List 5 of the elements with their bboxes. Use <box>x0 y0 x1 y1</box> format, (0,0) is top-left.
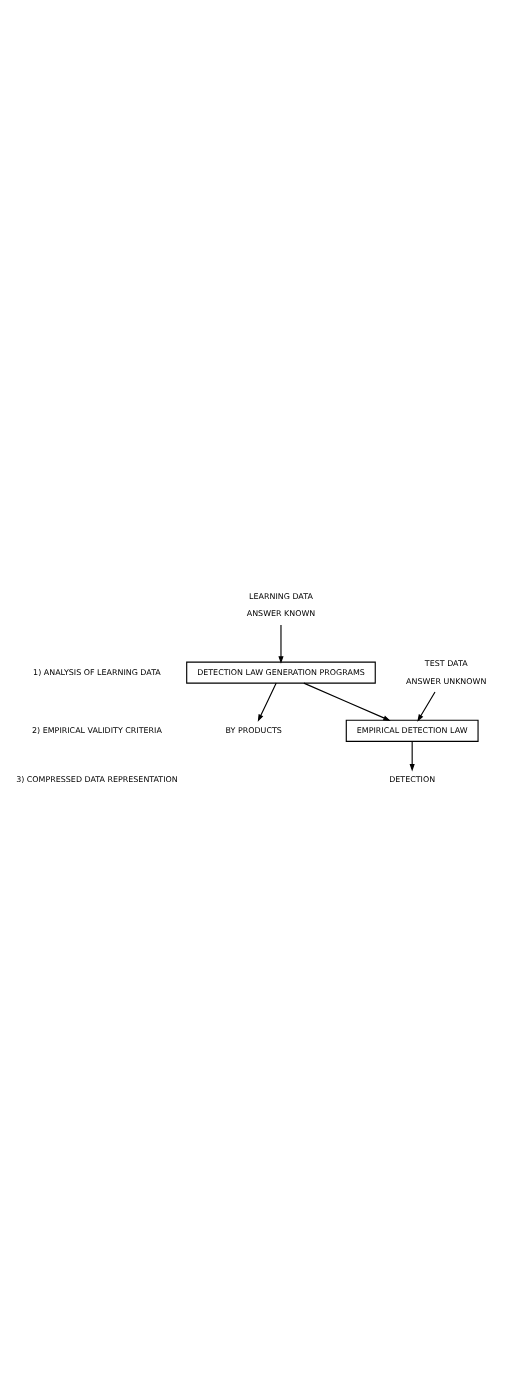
arrow <box>409 740 415 772</box>
arrow <box>303 682 391 721</box>
arrow <box>278 624 284 664</box>
arrow <box>417 691 436 722</box>
arrow <box>257 682 277 722</box>
